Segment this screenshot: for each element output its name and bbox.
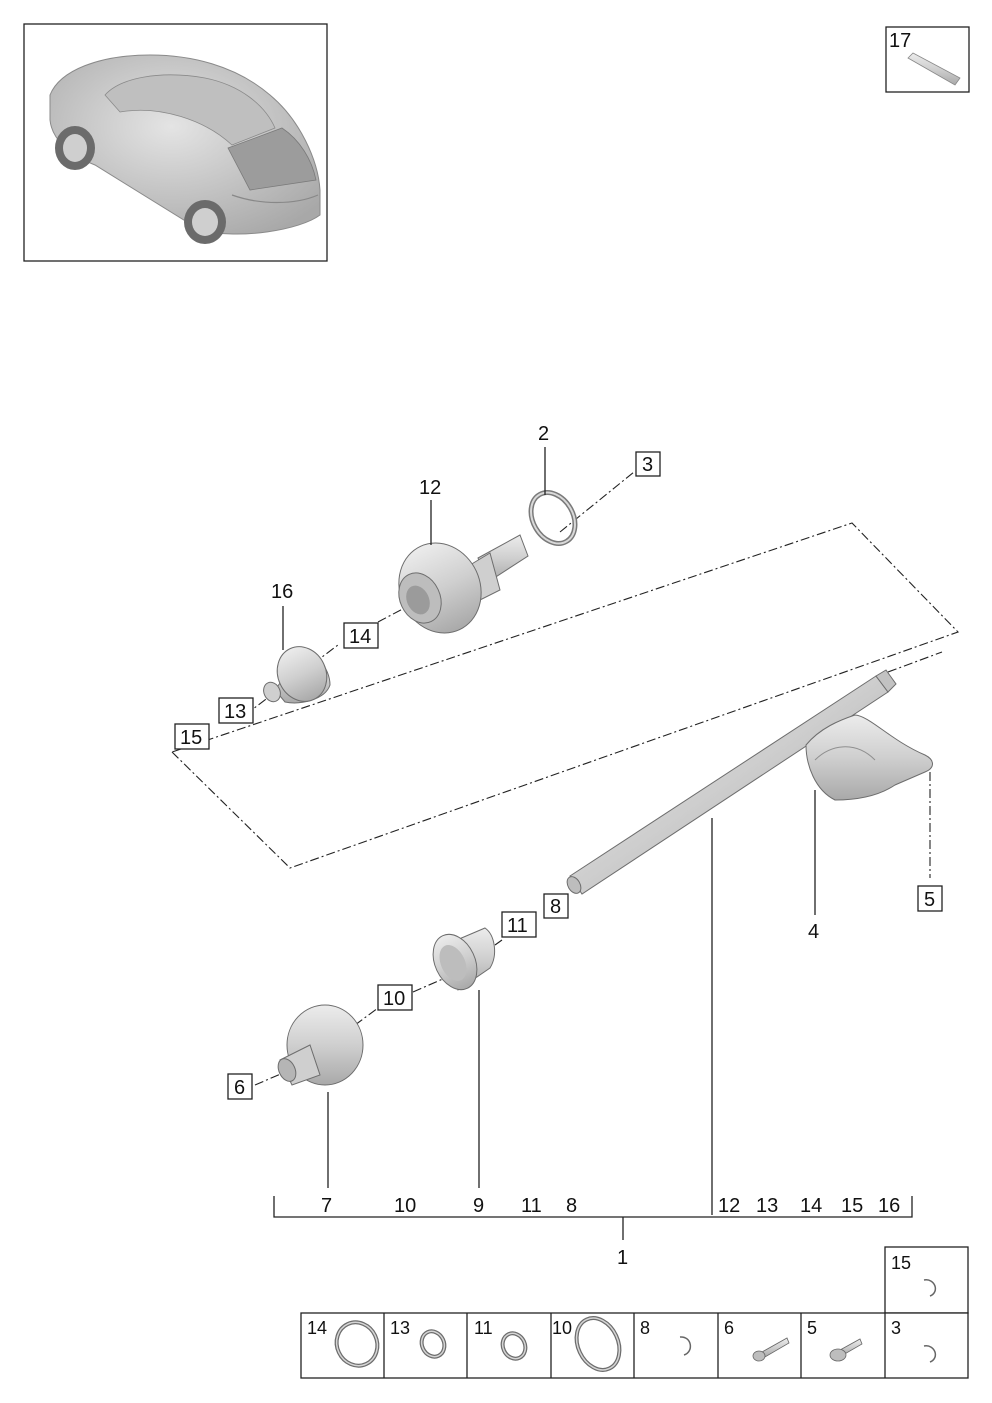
- grease-box: 17: [885, 26, 970, 93]
- callout-2: 2: [538, 423, 549, 445]
- boxed-callout-8: 8: [543, 893, 569, 919]
- svg-text:6: 6: [234, 1077, 245, 1099]
- boxed-callout-13: 13: [218, 697, 254, 724]
- suv-vehicle-icon: [49, 54, 321, 244]
- callout-16: 16: [271, 581, 293, 603]
- callout-1: 1: [617, 1247, 628, 1269]
- table-cell-number: 3: [891, 1318, 901, 1338]
- axis-line-e: [254, 1069, 291, 1086]
- axis-line-d: [887, 651, 943, 673]
- table-cell-number: 15: [891, 1253, 911, 1273]
- callout-4: 4: [808, 921, 819, 943]
- flange-bolt-icon: [829, 1338, 863, 1362]
- parts-table: 15 14 13 11 10 8 6 5 3: [300, 1246, 969, 1379]
- vehicle-thumbnail: [23, 23, 328, 262]
- table-cell-number: 10: [552, 1318, 572, 1338]
- upper-group-outline: [170, 522, 959, 869]
- axis-line-b: [377, 602, 415, 623]
- circlip-ring-part: [528, 490, 578, 546]
- bracket-label: 16: [878, 1195, 900, 1217]
- axis-line-f: [354, 1004, 383, 1026]
- outer-boot-part: [263, 646, 331, 704]
- grease-tube-icon: [907, 52, 961, 86]
- leader-lines: [282, 447, 816, 1215]
- circlip-icon: [923, 1345, 937, 1363]
- table-cell-number: 11: [474, 1318, 493, 1338]
- bracket-label: 10: [394, 1195, 416, 1217]
- axis-line-h: [494, 939, 503, 946]
- bracket-label: 15: [841, 1195, 863, 1217]
- large-clamp-icon: [574, 1316, 622, 1372]
- inner-cv-joint-part: [277, 1004, 364, 1086]
- svg-text:15: 15: [180, 727, 202, 749]
- bracket-label: 8: [566, 1195, 577, 1217]
- small-clamp-icon: [500, 1331, 528, 1361]
- bracket-label: 12: [718, 1195, 740, 1217]
- grease-box-number: 17: [889, 30, 911, 52]
- assembly-bracket: [273, 1196, 913, 1240]
- svg-text:13: 13: [224, 701, 246, 723]
- svg-text:11: 11: [507, 915, 528, 937]
- table-cell-number: 13: [390, 1318, 410, 1338]
- bracket-label: 14: [800, 1195, 822, 1217]
- table-cell-number: 5: [807, 1318, 817, 1338]
- outer-cv-joint-part: [398, 534, 529, 634]
- circlip-icon: [679, 1336, 692, 1356]
- boxed-callout-3: 3: [635, 451, 661, 477]
- svg-text:3: 3: [642, 454, 653, 476]
- axis-line-g: [412, 977, 446, 993]
- boxed-callout-5: 5: [917, 885, 943, 912]
- bracket-label: 11: [521, 1195, 542, 1217]
- large-clamp-icon: [334, 1320, 380, 1368]
- table-cell-number: 6: [724, 1318, 734, 1338]
- bracket-labels-left: 7 10 9 11 8: [321, 1195, 577, 1217]
- svg-text:5: 5: [924, 889, 935, 911]
- bracket-label: 9: [473, 1195, 484, 1217]
- boxed-callout-10: 10: [377, 984, 413, 1011]
- bracket-labels-right: 12 13 14 15 16: [718, 1195, 900, 1217]
- bracket-label: 13: [756, 1195, 778, 1217]
- table-cell-number: 14: [307, 1318, 327, 1338]
- small-clamp-icon: [419, 1329, 447, 1359]
- callout-12: 12: [419, 477, 441, 499]
- svg-text:8: 8: [550, 896, 561, 918]
- boxed-callout-14: 14: [343, 622, 379, 649]
- boxed-callout-11: 11: [501, 911, 537, 938]
- bolt-icon: [752, 1337, 790, 1362]
- svg-text:14: 14: [349, 626, 371, 648]
- inner-boot-part: [432, 927, 496, 991]
- boxed-callout-6: 6: [227, 1073, 253, 1100]
- heat-shield-part: [805, 714, 933, 801]
- drive-shaft-part: [566, 669, 897, 895]
- small-clip-icon: [923, 1279, 937, 1297]
- boxed-callout-15: 15: [174, 723, 210, 750]
- bracket-label: 7: [321, 1195, 332, 1217]
- svg-text:10: 10: [383, 988, 405, 1010]
- axis-line-c: [559, 471, 635, 533]
- table-cell-number: 8: [640, 1318, 650, 1338]
